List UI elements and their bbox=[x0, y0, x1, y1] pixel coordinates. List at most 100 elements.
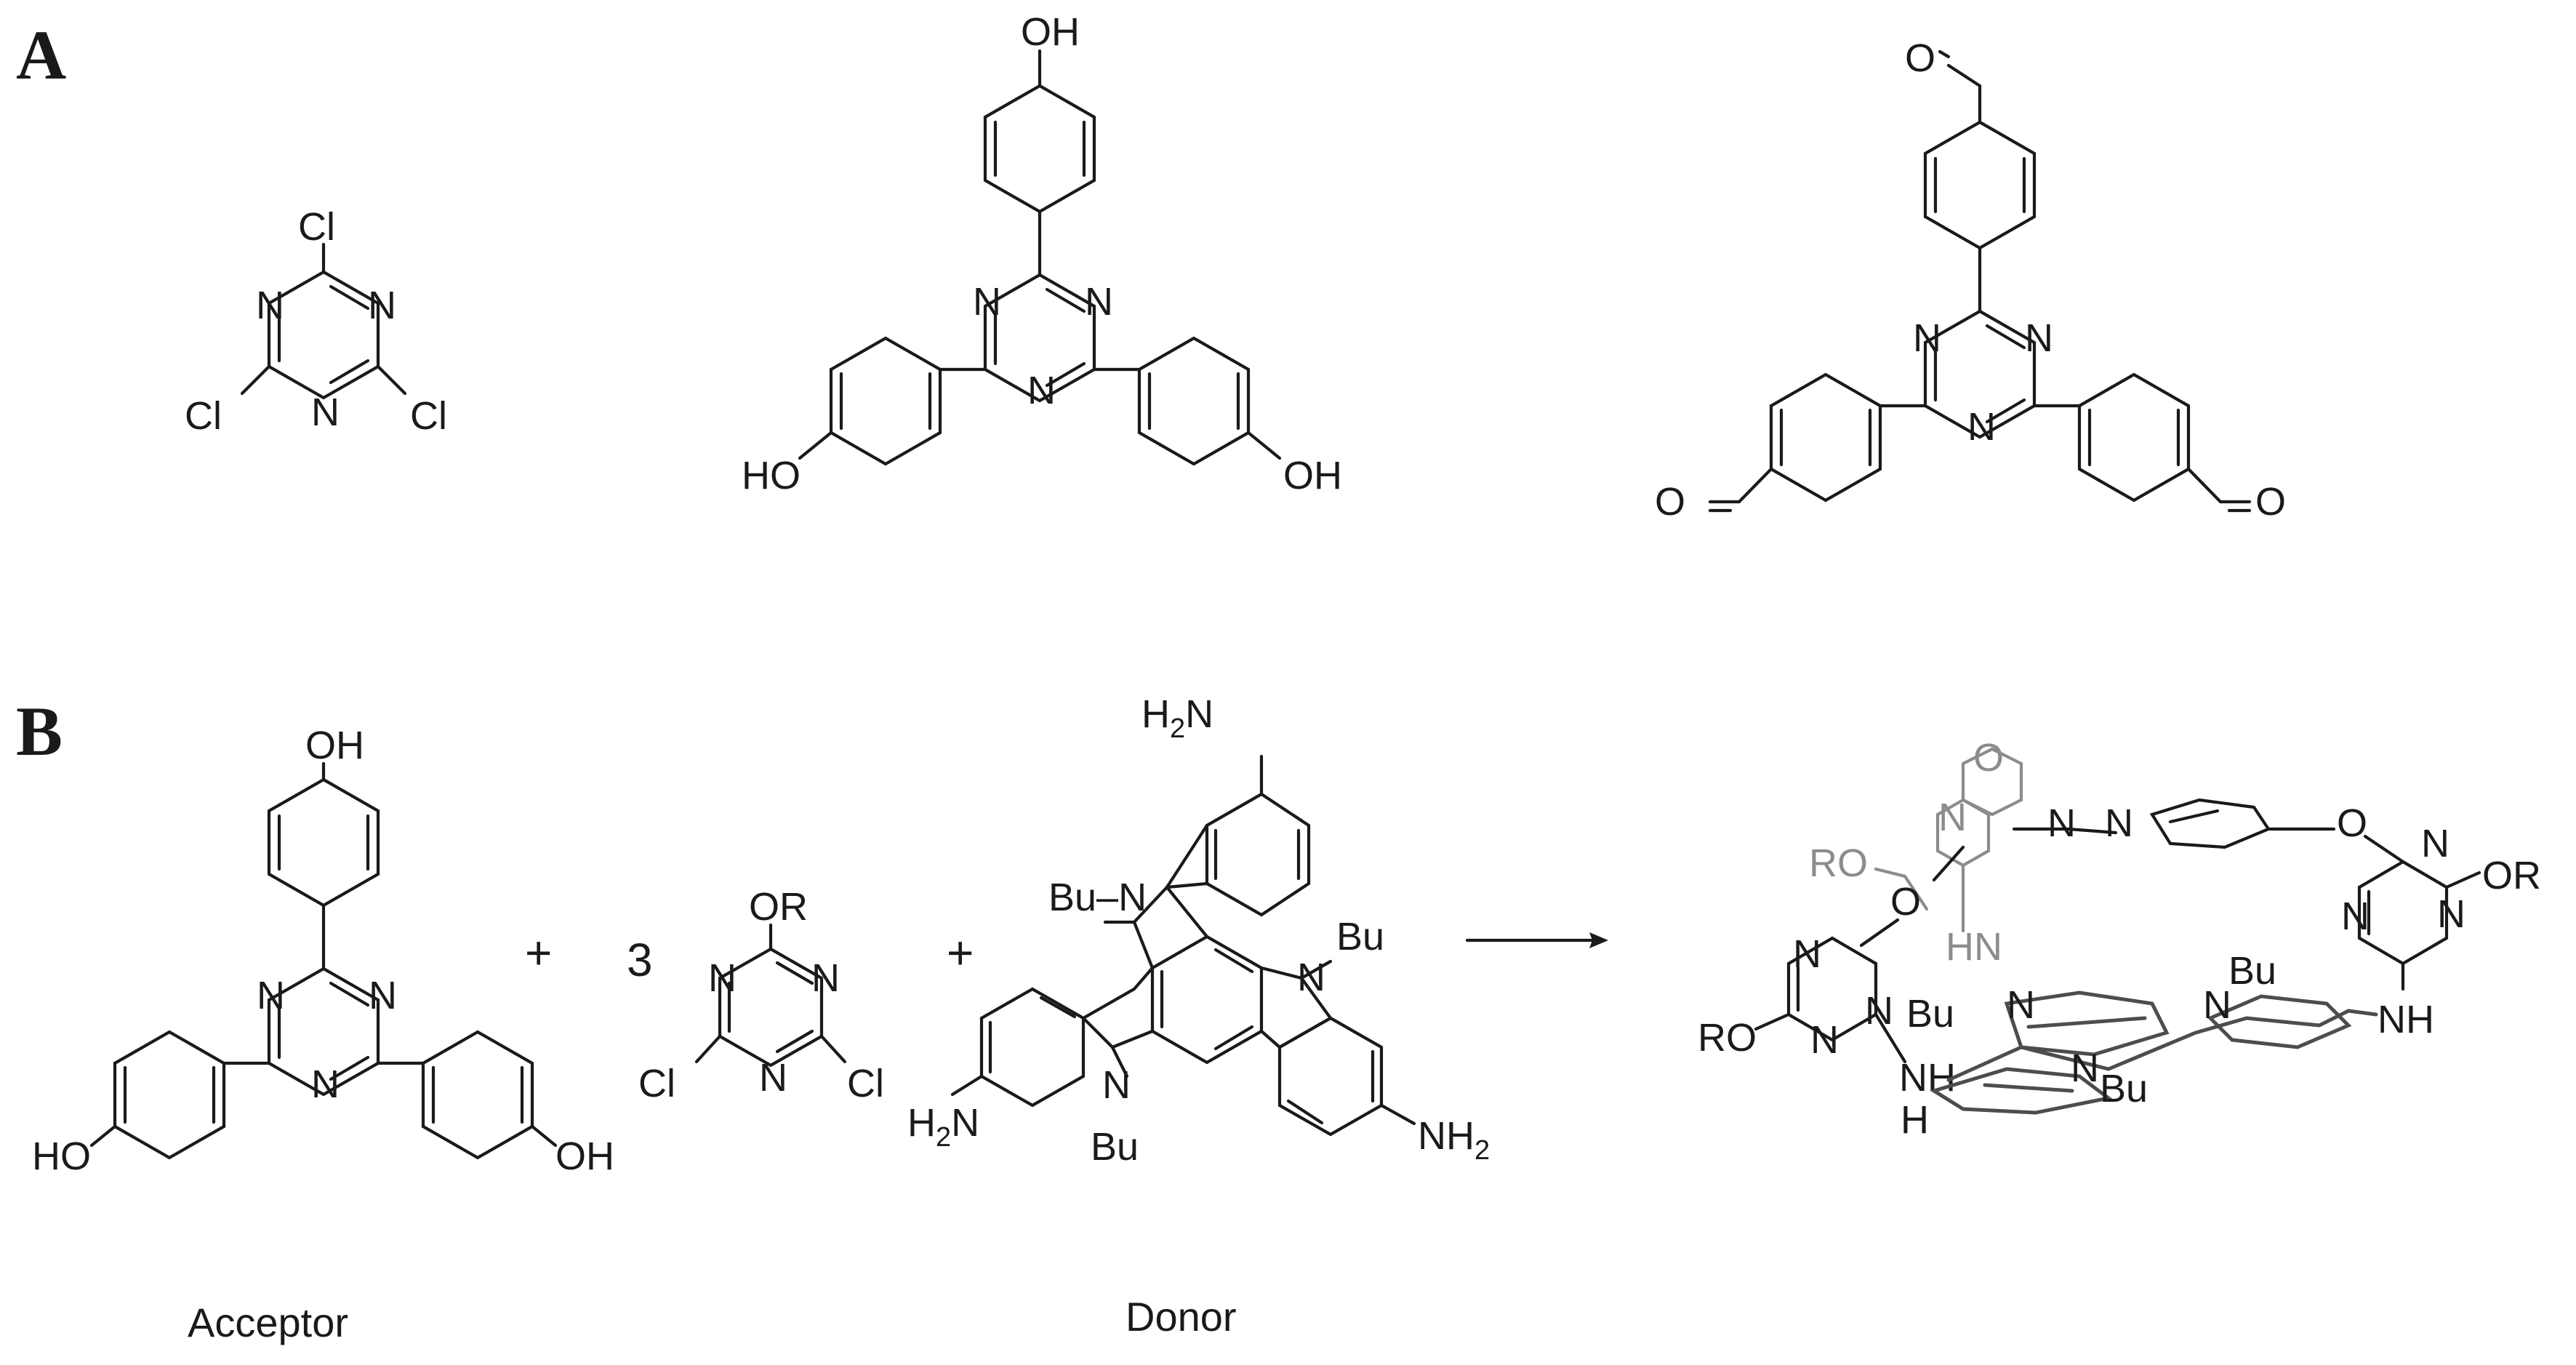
phenyl-ring-top bbox=[983, 84, 1096, 214]
phenyl-ring-right bbox=[2077, 372, 2191, 503]
phenyl-ring-left bbox=[1769, 372, 1882, 503]
triazine-trisbenzaldehyde-structure: O O O N N N bbox=[1655, 36, 2286, 524]
plus-sign: + bbox=[525, 926, 552, 979]
atom-n: N bbox=[2421, 822, 2449, 865]
atom-n: N bbox=[1967, 405, 1996, 449]
atom-o: O bbox=[1655, 480, 1685, 524]
atom-n: N bbox=[973, 280, 1001, 324]
atom-bu: Bu bbox=[1091, 1125, 1139, 1169]
atom-n: N bbox=[1085, 280, 1113, 324]
atom-n: N bbox=[2105, 801, 2133, 845]
benzo-ring-left bbox=[979, 987, 1086, 1108]
bond-ring bbox=[267, 270, 380, 400]
cage-core-donor: N N Bu Bu N Bu bbox=[1906, 949, 2378, 1115]
atom-cl: Cl bbox=[298, 205, 335, 249]
phenyl-ring-right bbox=[1137, 336, 1251, 466]
central-triazine bbox=[267, 966, 380, 1097]
atom-nh2: NH2 bbox=[1418, 1114, 1490, 1166]
caption-donor: Donor bbox=[1126, 1294, 1237, 1340]
plus-sign: + bbox=[947, 926, 974, 979]
caption-acceptor: Acceptor bbox=[188, 1300, 348, 1345]
phenyl-ring-top bbox=[1923, 120, 2037, 250]
atom-n: N bbox=[256, 284, 284, 327]
bond-cl bbox=[376, 364, 407, 396]
product-cage-structure: O N RO HN N N O N N N OR NH bbox=[1698, 736, 2541, 1142]
atom-h2n: H2N bbox=[907, 1101, 979, 1153]
atom-n: N bbox=[1913, 316, 1941, 360]
atom-n: N bbox=[368, 284, 396, 327]
triazine-trisphenol-structure: OH HO OH N N N bbox=[742, 10, 1342, 497]
atom-cl: Cl bbox=[185, 394, 222, 438]
atom-n: NH bbox=[1899, 1056, 1956, 1100]
benzo-ring-right bbox=[1277, 1016, 1384, 1137]
atom-n: N bbox=[369, 974, 397, 1017]
atom-bu: Bu bbox=[1906, 992, 1954, 1036]
atom-o: O bbox=[1905, 36, 1935, 80]
atom-h2n: H2N bbox=[1141, 692, 1213, 744]
atom-cl: Cl bbox=[410, 394, 447, 438]
phenyl-ring-top bbox=[267, 777, 380, 908]
benzo-ring-top bbox=[1205, 792, 1311, 917]
atom-cl: Cl bbox=[638, 1062, 675, 1105]
atom-oh: OH bbox=[1283, 454, 1342, 497]
atom-bu-n: Bu–N bbox=[1048, 876, 1147, 919]
atom-n: N bbox=[257, 974, 285, 1017]
panel-label-b: B bbox=[16, 692, 63, 770]
atom-n: N bbox=[1865, 989, 1893, 1033]
atom-ho: HO bbox=[32, 1134, 91, 1178]
phenyl-ring-left bbox=[829, 336, 942, 466]
cage-front-layer: N N O N N N OR NH O N N N RO bbox=[1698, 798, 2541, 1142]
atom-oh: OH bbox=[1021, 10, 1080, 54]
triazine-ring bbox=[267, 270, 380, 400]
central-triazine bbox=[1923, 309, 2037, 439]
atom-or: OR bbox=[2482, 854, 2541, 897]
cage-back-layer: O N RO HN bbox=[1809, 736, 2023, 969]
atom-n: N bbox=[311, 391, 340, 434]
atom-oh: OH bbox=[555, 1134, 614, 1178]
atom-ro: RO bbox=[1809, 841, 1868, 885]
atom-n: N bbox=[708, 956, 737, 1000]
donor-structure: H2N Bu–N N Bu N Bu H2N NH2 bbox=[907, 692, 1490, 1169]
atom-o: O bbox=[2337, 801, 2367, 845]
bond-double bbox=[329, 359, 370, 385]
atom-n: N bbox=[1102, 1063, 1131, 1107]
atom-oh: OH bbox=[305, 724, 364, 767]
atom-ro: RO bbox=[1698, 1016, 1757, 1060]
panel-label-a: A bbox=[16, 16, 66, 94]
cyanuric-chloride-structure: Cl Cl Cl N N N bbox=[185, 205, 447, 438]
atom-hn: HN bbox=[1946, 925, 2002, 969]
central-benzene-ring bbox=[1150, 934, 1264, 1065]
bond-cl bbox=[240, 364, 271, 396]
atom-h: H bbox=[1901, 1098, 1929, 1142]
central-triazine bbox=[983, 273, 1096, 403]
atom-o: O bbox=[2255, 480, 2286, 524]
atom-n: N bbox=[1938, 796, 1967, 839]
atom-bu: Bu bbox=[1336, 915, 1384, 958]
atom-n: N bbox=[2071, 1046, 2099, 1090]
atom-o: O bbox=[1890, 880, 1921, 924]
atom-n: N bbox=[2341, 894, 2370, 938]
acceptor-structure: OH HO OH N N N bbox=[32, 724, 614, 1178]
reaction-arrow bbox=[1465, 932, 1608, 948]
bond-double bbox=[329, 284, 370, 311]
atom-cl: Cl bbox=[847, 1062, 884, 1105]
atom-n: N bbox=[2203, 983, 2231, 1027]
atom-nh: NH bbox=[2378, 998, 2434, 1041]
atom-n: N bbox=[2007, 983, 2035, 1027]
atom-n: N bbox=[1027, 369, 1056, 412]
atom-n: N bbox=[811, 956, 840, 1000]
atom-n: N bbox=[2025, 316, 2053, 360]
atom-bu: Bu bbox=[2228, 949, 2276, 993]
atom-n: N bbox=[1793, 932, 1821, 976]
atom-or: OR bbox=[749, 885, 808, 929]
phenyl-ring-left bbox=[113, 1030, 226, 1160]
stoichiometric-coefficient: 3 bbox=[627, 934, 653, 986]
atom-ho: HO bbox=[742, 454, 801, 497]
atom-n: N bbox=[759, 1056, 787, 1100]
atom-n: N bbox=[311, 1062, 340, 1106]
dichlorotriazine-structure: OR Cl Cl N N N bbox=[638, 885, 884, 1105]
atom-n: N bbox=[1297, 956, 1325, 999]
atom-n: N bbox=[1810, 1018, 1839, 1062]
atom-n: N bbox=[2047, 801, 2076, 845]
